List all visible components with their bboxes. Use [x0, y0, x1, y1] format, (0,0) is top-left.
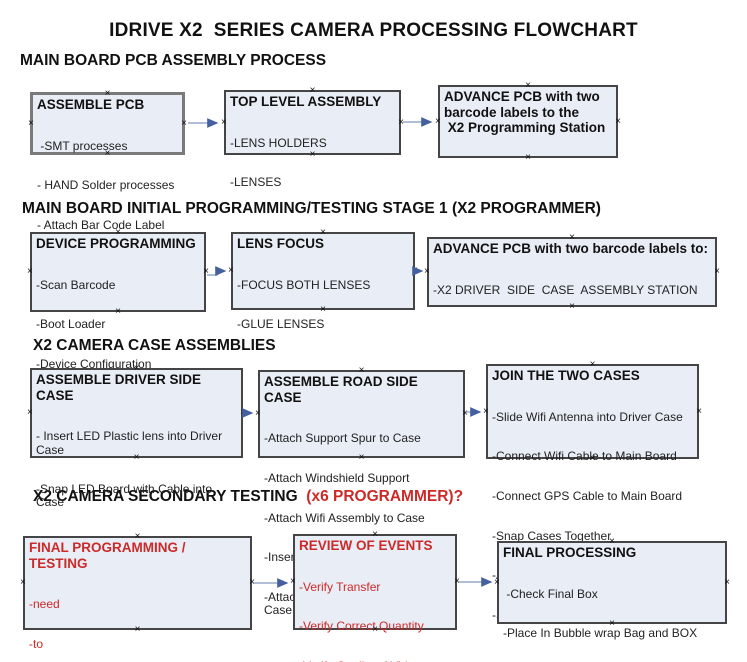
box-item: - HAND Solder processes — [37, 178, 175, 193]
box-item: -Snap Cases Together — [492, 528, 612, 543]
box-title: LENS FOCUS — [237, 236, 325, 251]
connector-handle-icon: × — [398, 116, 404, 128]
flow-box-advance-pcb-driver-side-station: ADVANCE PCB with two barcode labels to: … — [424, 233, 720, 312]
box-title: ADVANCE PCB with two barcode labels to t… — [444, 89, 606, 136]
flow-box-final-programming-testing: FINAL PROGRAMMING / TESTING -need -to -k… — [20, 532, 255, 651]
flow-box-final-processing: FINAL PROCESSING -Check Final Box -Place… — [494, 537, 730, 641]
box-item: -Device Configuration — [36, 357, 152, 372]
box-item: -FOCUS BOTH LENSES — [237, 277, 371, 292]
box-item: -Place In Bubble wrap Bag and BOX — [503, 626, 698, 641]
box-item-list: -Verify Transfer -Verify Correct Quantit… — [295, 554, 455, 662]
box-item: -Attach Wifi Assembly to Case — [264, 510, 425, 525]
box-title: ASSEMBLE PCB — [37, 97, 145, 112]
box-item: -Verify Transfer — [299, 579, 381, 594]
flow-box-join-the-two-cases: JOIN THE TWO CASES -Slide Wifi Antenna i… — [483, 360, 702, 622]
section-heading-secondary-testing: X2 CAMERA SECONDARY TESTING (x6 PROGRAMM… — [33, 488, 463, 506]
box-item: -Verify Correct Quantity — [299, 619, 424, 634]
page-title: IDRIVE X2 SERIES CAMERA PROCESSING FLOWC… — [109, 20, 638, 41]
box-item: -SMT processes — [37, 138, 128, 153]
connector-handle-icon: × — [615, 115, 621, 127]
section-heading-secondary-testing-black: X2 CAMERA SECONDARY TESTING — [33, 488, 302, 505]
box-item-list: -FOCUS BOTH LENSES -GLUE LENSES — [233, 252, 413, 359]
section-heading-secondary-testing-red: (x6 PROGRAMMER)? — [302, 488, 464, 505]
box-item: -Verify Quality of Video — [299, 659, 451, 662]
box-item: -Check Final Box — [503, 586, 598, 601]
connector-handle-icon: × — [714, 266, 720, 277]
box-item: - Attach Bar Code Label — [37, 218, 165, 233]
flow-box-top-level-assembly: TOP LEVEL ASSEMBLY -LENS HOLDERS -LENSES… — [221, 86, 404, 190]
box-title: ASSEMBLE DRIVER SIDE CASE — [36, 372, 205, 403]
box-title: ADVANCE PCB with two barcode labels to: — [433, 241, 709, 256]
box-item: -Slide Wifi Antenna into Driver Case — [492, 409, 683, 424]
box-item-list: -Check Final Box -Place In Bubble wrap B… — [499, 561, 725, 662]
box-item: -Connect Wifi Cable to Main Board — [492, 449, 677, 464]
box-item: -need — [29, 597, 60, 612]
box-title: TOP LEVEL ASSEMBLY — [230, 94, 382, 109]
box-item: - Insert LED Plastic lens into Driver Ca… — [36, 429, 226, 457]
box-item: -X2 DRIVER SIDE CASE ASSEMBLY STATION — [433, 282, 698, 297]
box-item: -Scan Barcode — [36, 277, 116, 292]
box-item-list: -need -to -know -what -goes -here — [25, 571, 250, 662]
box-item-list: -SMT processes - HAND Solder processes -… — [33, 113, 182, 259]
box-item: -LENSES — [230, 175, 282, 190]
flow-box-assemble-pcb: ASSEMBLE PCB -SMT processes - HAND Solde… — [28, 89, 187, 232]
section-heading-pcb-assembly: MAIN BOARD PCB ASSEMBLY PROCESS — [20, 52, 327, 69]
flow-box-lens-focus: LENS FOCUS -FOCUS BOTH LENSES -GLUE LENS… — [228, 228, 418, 332]
box-title: FINAL PROGRAMMING / TESTING — [29, 540, 190, 571]
flow-box-device-programming: DEVICE PROGRAMMING -Scan Barcode -Boot L… — [27, 228, 209, 450]
connector-handle-icon: × — [724, 576, 730, 588]
box-title: ASSEMBLE ROAD SIDE CASE — [264, 374, 422, 405]
connector-handle-icon: × — [696, 405, 702, 417]
arrow-device-programming-to-lens-focus — [207, 266, 227, 276]
box-item: -Attach Support Spur to Case — [264, 431, 421, 446]
section-heading-case-assemblies: X2 CAMERA CASE ASSEMBLIES — [33, 337, 276, 354]
connector-handle-icon: × — [462, 408, 468, 419]
box-title: FINAL PROCESSING — [503, 545, 637, 560]
box-item: -Boot Loader — [36, 317, 106, 332]
box-title: DEVICE PROGRAMMING — [36, 236, 196, 251]
box-item: -Attach Windshield Support — [264, 470, 410, 485]
box-item-list: -LENS HOLDERS -LENSES — [226, 110, 399, 217]
box-item: -Connect GPS Cable to Main Board — [492, 489, 683, 504]
connector-handle-icon: × — [249, 577, 255, 588]
connector-handle-icon: × — [240, 407, 246, 418]
connector-handle-icon: × — [525, 152, 531, 163]
flow-box-advance-pcb-programming-station: ADVANCE PCB with two barcode labels to t… — [435, 81, 621, 163]
box-item: -to — [29, 636, 44, 651]
connector-handle-icon: × — [412, 265, 418, 276]
flow-box-assemble-driver-side-case: ASSEMBLE DRIVER SIDE CASE - Insert LED P… — [27, 364, 246, 602]
box-item: -GLUE LENSES — [237, 317, 325, 332]
section-heading-initial-programming: MAIN BOARD INITIAL PROGRAMMING/TESTING S… — [22, 200, 601, 217]
flow-box-review-of-events: REVIEW OF EVENTS -Verify Transfer -Verif… — [290, 530, 460, 662]
box-item: -LENS HOLDERS — [230, 135, 327, 150]
flow-box-assemble-road-side-case: ASSEMBLE ROAD SIDE CASE -Attach Support … — [255, 366, 468, 617]
box-item: -Snap LED Board with Cable into Case — [36, 482, 216, 510]
connector-handle-icon: × — [181, 117, 187, 129]
connector-handle-icon: × — [203, 266, 209, 277]
box-title: REVIEW OF EVENTS — [299, 538, 433, 553]
box-title: JOIN THE TWO CASES — [492, 368, 640, 383]
box-item-list: -X2 DRIVER SIDE CASE ASSEMBLY STATION — [429, 257, 715, 324]
